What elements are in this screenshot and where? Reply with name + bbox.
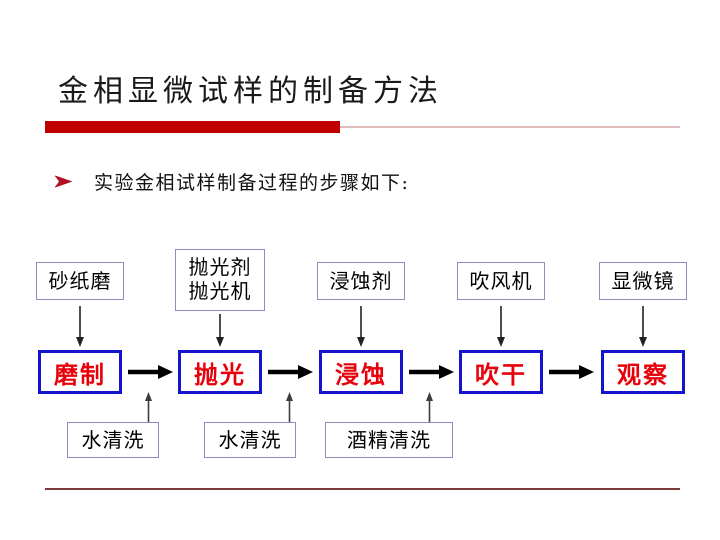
red-arrowhead-bullet-icon: [52, 171, 74, 193]
equipment-label: 显微镜: [611, 268, 675, 293]
process-label: 磨制: [54, 360, 106, 389]
cleaning-box-step-3[interactable]: 酒精清洗: [325, 422, 453, 458]
footer-divider: [45, 488, 680, 490]
title-underline-thick: [45, 121, 340, 133]
arrow-up-icon-step-3: [424, 392, 435, 422]
equipment-label: 吹风机: [469, 268, 533, 293]
equipment-label: 浸蚀剂: [329, 268, 393, 293]
arrow-down-icon-step-3: [355, 306, 367, 348]
title-underline-thin: [45, 126, 680, 128]
process-box-step-5[interactable]: 观察: [601, 350, 685, 394]
process-label: 观察: [617, 360, 669, 389]
arrow-right-icon-1: [128, 361, 174, 383]
arrow-right-icon-2: [268, 361, 314, 383]
cleaning-box-step-2[interactable]: 水清洗: [204, 422, 296, 458]
process-label: 抛光: [194, 360, 246, 389]
equipment-label: 砂纸磨: [48, 268, 112, 293]
process-box-step-1[interactable]: 磨制: [38, 350, 122, 394]
arrow-down-icon-step-4: [495, 306, 507, 348]
cleaning-box-step-1[interactable]: 水清洗: [67, 422, 159, 458]
arrow-down-icon-step-1: [74, 306, 86, 348]
equipment-box-step-3[interactable]: 浸蚀剂: [317, 262, 405, 300]
cleaning-label: 水清洗: [218, 427, 282, 452]
process-label: 吹干: [475, 360, 527, 389]
arrow-down-icon-step-5: [637, 306, 649, 348]
equipment-box-step-2[interactable]: 抛光剂 抛光机: [175, 249, 265, 311]
equipment-label-line-1: 抛光剂: [188, 255, 252, 280]
equipment-box-step-5[interactable]: 显微镜: [599, 262, 687, 300]
bullet-text: 实验金相试样制备过程的步骤如下:: [94, 172, 410, 194]
equipment-label-line-2: 抛光机: [188, 279, 252, 303]
process-box-step-2[interactable]: 抛光: [178, 350, 262, 394]
arrow-up-icon-step-1: [143, 392, 154, 422]
equipment-box-step-4[interactable]: 吹风机: [457, 262, 545, 300]
process-label: 浸蚀: [335, 360, 387, 389]
bullet-row: 实验金相试样制备过程的步骤如下:: [52, 168, 409, 195]
cleaning-label: 酒精清洗: [347, 427, 431, 452]
equipment-box-step-1[interactable]: 砂纸磨: [36, 262, 124, 300]
process-box-step-4[interactable]: 吹干: [459, 350, 543, 394]
arrow-right-icon-3: [409, 361, 455, 383]
arrow-down-icon-step-2: [214, 314, 226, 348]
page-title: 金相显微试样的制备方法: [58, 74, 443, 109]
arrow-right-icon-4: [549, 361, 595, 383]
arrow-up-icon-step-2: [284, 392, 295, 422]
cleaning-label: 水清洗: [81, 427, 145, 452]
process-box-step-3[interactable]: 浸蚀: [319, 350, 403, 394]
